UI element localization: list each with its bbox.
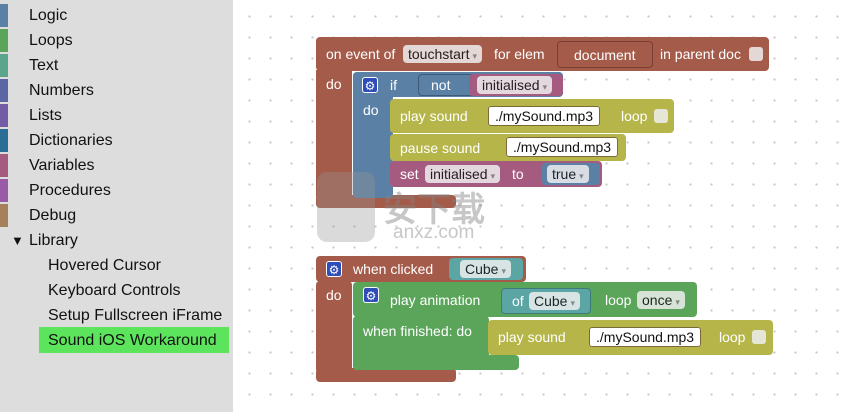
variable-value: initialised — [430, 166, 488, 182]
category-color-stripe — [0, 204, 8, 227]
category-color-stripe — [0, 154, 8, 177]
toolbox-category-label: Logic — [29, 7, 68, 24]
not-label: not — [431, 77, 451, 93]
toolbox-category-label: Loops — [29, 32, 73, 49]
selected-item-highlight — [39, 327, 229, 353]
variable-dropdown[interactable]: initialised▾ — [425, 165, 501, 183]
play-sound-label: play sound — [498, 329, 566, 345]
toolbox-category-loops[interactable]: Loops — [0, 28, 233, 53]
toolbox-category-logic[interactable]: Logic — [0, 3, 233, 28]
object-dropdown[interactable]: Cube▾ — [529, 292, 580, 310]
loop-label: loop — [621, 108, 648, 124]
library-item-hovered-cursor[interactable]: Hovered Cursor — [48, 257, 161, 274]
dropdown-arrow-icon: ▾ — [501, 266, 506, 276]
watermark-logo — [317, 172, 375, 242]
boolean-dropdown[interactable]: true▾ — [547, 165, 589, 183]
dropdown-arrow-icon: ▾ — [570, 298, 575, 308]
event-block-footer — [316, 195, 456, 208]
loop-label: loop — [719, 329, 746, 345]
toolbox-category-numbers[interactable]: Numbers — [0, 78, 233, 103]
dropdown-arrow-icon: ▾ — [490, 171, 496, 181]
play-animation-footer — [353, 355, 519, 370]
event-block[interactable] — [316, 37, 769, 71]
gear-icon[interactable]: ⚙ — [362, 77, 378, 93]
dropdown-arrow-icon: ▾ — [472, 51, 478, 61]
category-color-stripe — [0, 104, 8, 127]
loop-mode-value: once — [642, 292, 673, 308]
toolbox-category-label: Dictionaries — [29, 132, 113, 149]
object-value: Cube — [534, 293, 568, 309]
toolbox-category-debug[interactable]: Debug — [0, 203, 233, 228]
loop-label: loop — [605, 292, 632, 308]
to-label: to — [512, 166, 524, 182]
document-label: document — [574, 47, 636, 63]
toolbox-category-lists[interactable]: Lists — [0, 103, 233, 128]
toolbox-category-label: Library — [29, 232, 78, 249]
toolbox-category-dictionaries[interactable]: Dictionaries — [0, 128, 233, 153]
event-value: touchstart — [408, 46, 470, 62]
object-value: Cube — [465, 261, 499, 277]
when-clicked-do-label: do — [326, 287, 342, 303]
category-color-stripe — [0, 129, 8, 152]
variable-dropdown[interactable]: initialised▾ — [477, 76, 553, 94]
for-elem-label: for elem — [494, 46, 545, 62]
loop-checkbox[interactable] — [654, 109, 668, 123]
loop-checkbox[interactable] — [752, 330, 766, 344]
category-color-stripe — [0, 4, 8, 27]
expand-arrow-icon[interactable]: ▼ — [11, 233, 24, 248]
play-sound-label: play sound — [400, 108, 468, 124]
dropdown-arrow-icon: ▾ — [675, 297, 680, 307]
boolean-value: true — [552, 166, 577, 182]
watermark-text: 安下载 — [383, 191, 485, 229]
dropdown-arrow-icon: ▾ — [542, 82, 548, 92]
toolbox-category-label: Numbers — [29, 82, 94, 99]
toolbox-category-text[interactable]: Text — [0, 53, 233, 78]
sound-file-text[interactable]: ./mySound.mp3 — [589, 327, 702, 347]
toolbox-category-label: Text — [29, 57, 59, 74]
when-clicked-body — [316, 281, 352, 373]
toolbox-category-label: Lists — [29, 107, 62, 124]
sound-file-text[interactable]: ./mySound.mp3 — [488, 106, 601, 126]
watermark-subtext: anxz.com — [393, 222, 475, 243]
when-clicked-footer — [316, 368, 456, 382]
category-color-stripe — [0, 29, 8, 52]
dropdown-arrow-icon: ▾ — [579, 171, 584, 181]
gear-icon[interactable]: ⚙ — [326, 261, 342, 277]
event-block-body — [316, 70, 352, 200]
category-color-stripe — [0, 54, 8, 77]
in-parent-doc-label: in parent doc — [660, 46, 741, 62]
category-color-stripe — [0, 179, 8, 202]
play-animation-label: play animation — [390, 292, 481, 308]
toolbox-category-label: Debug — [29, 207, 77, 224]
object-dropdown[interactable]: Cube▾ — [460, 260, 511, 278]
event-prefix-label: on event of — [326, 46, 396, 62]
toolbox-category-library[interactable]: ▼ Library — [0, 228, 233, 253]
toolbox-category-label: Procedures — [29, 182, 111, 199]
variable-value: initialised — [482, 77, 540, 93]
sound-file-text[interactable]: ./mySound.mp3 — [506, 137, 619, 157]
set-label: set — [400, 166, 419, 182]
toolbox-category-label: Variables — [29, 157, 95, 174]
category-color-stripe — [0, 79, 8, 102]
pause-sound-label: pause sound — [400, 140, 481, 156]
library-item-sound-ios-workaround[interactable]: Sound iOS Workaround — [48, 332, 217, 349]
document-block[interactable] — [557, 41, 653, 68]
blocks-workspace[interactable]: on event of touchstart▾ for elem documen… — [233, 0, 848, 412]
in-parent-doc-checkbox[interactable] — [749, 47, 763, 61]
loop-mode-dropdown[interactable]: once▾ — [637, 291, 685, 309]
if-label: if — [390, 77, 397, 93]
when-clicked-label: when clicked — [353, 261, 434, 277]
of-label: of — [512, 293, 524, 309]
gear-icon[interactable]: ⚙ — [363, 287, 379, 303]
event-do-label: do — [326, 76, 342, 92]
library-item-keyboard-controls[interactable]: Keyboard Controls — [48, 282, 181, 299]
when-finished-label: when finished: do — [363, 323, 472, 339]
toolbox-category-variables[interactable]: Variables — [0, 153, 233, 178]
if-do-label: do — [363, 102, 379, 118]
library-item-setup-fullscreen-iframe[interactable]: Setup Fullscreen iFrame — [48, 307, 223, 324]
event-dropdown[interactable]: touchstart▾ — [403, 45, 483, 63]
toolbox-category-procedures[interactable]: Procedures — [0, 178, 233, 203]
